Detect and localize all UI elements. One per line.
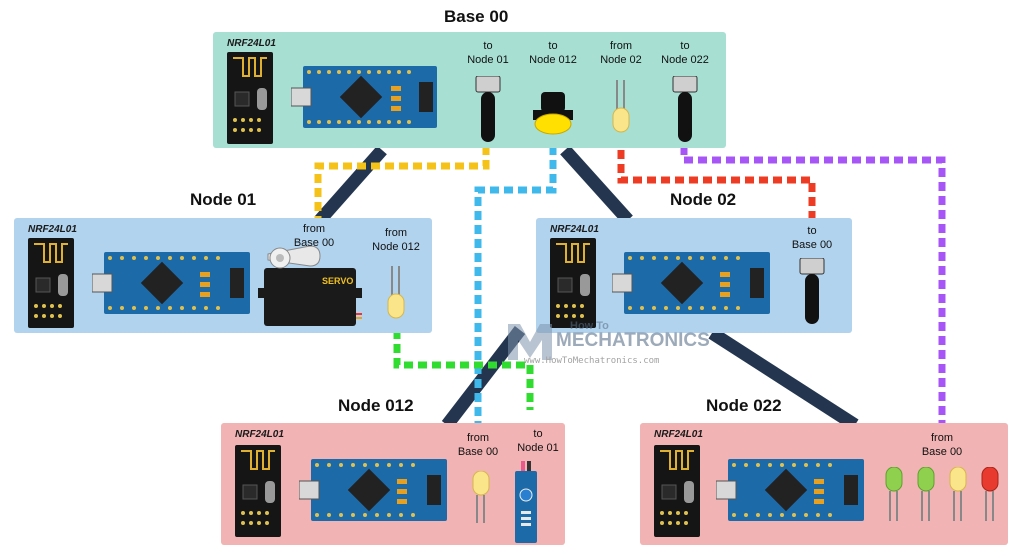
watermark-url: www.HowToMechatronics.com bbox=[524, 356, 660, 366]
yellow-led bbox=[612, 80, 630, 133]
potentiometer bbox=[799, 258, 825, 324]
mechatronics-logo-icon bbox=[508, 324, 552, 360]
potentiometer bbox=[475, 76, 501, 142]
base-title: Base 00 bbox=[444, 7, 509, 26]
tree-link-node02-node022 bbox=[708, 327, 859, 431]
signal-green-node012-node01 bbox=[393, 330, 534, 410]
arduino-nano-board bbox=[299, 459, 447, 521]
servo-text: SERVO bbox=[322, 276, 353, 286]
signal-blue-base-node012 bbox=[474, 146, 557, 425]
nrf24l01-module bbox=[235, 445, 281, 537]
node022-title: Node 022 bbox=[706, 396, 782, 415]
base-nrf-label: NRF24L01 bbox=[227, 38, 276, 49]
node012-title: Node 012 bbox=[338, 396, 414, 415]
nrf24l01-module bbox=[654, 445, 700, 537]
tree-link-base-node01 bbox=[315, 145, 387, 225]
node02-nrf-label: NRF24L01 bbox=[550, 224, 599, 235]
node-012-panel: NRF24L01 from Base 00 to Node 01 bbox=[221, 423, 565, 545]
label-from-base: from Base 00 bbox=[457, 432, 499, 458]
node01-title: Node 01 bbox=[190, 190, 257, 209]
green-led bbox=[917, 467, 935, 521]
node012-nrf-label: NRF24L01 bbox=[235, 429, 284, 440]
watermark-line2: MECHATRONICS bbox=[556, 330, 710, 351]
arduino-nano-board bbox=[612, 252, 770, 314]
label-from-base: from Base 00 bbox=[921, 432, 963, 458]
label-to-node01: to Node 01 bbox=[517, 428, 559, 454]
node-02-panel: NRF24L01 to Base 00 bbox=[536, 218, 852, 333]
nrf24l01-module bbox=[550, 238, 596, 328]
ir-sensor-module bbox=[515, 461, 537, 543]
node022-nrf-label: NRF24L01 bbox=[654, 429, 703, 440]
arduino-nano-board bbox=[291, 66, 437, 128]
label-from-node02: from Node 02 bbox=[600, 40, 642, 66]
node-022-panel: NRF24L01 from Base 00 bbox=[640, 423, 1008, 545]
red-led bbox=[981, 467, 999, 521]
green-led bbox=[885, 467, 903, 521]
potentiometer bbox=[672, 76, 698, 142]
tree-link-base-node02 bbox=[560, 145, 633, 225]
signal-purple-base-node022 bbox=[680, 146, 946, 425]
arduino-nano-board bbox=[92, 252, 250, 314]
signal-yellow-base-node01 bbox=[314, 146, 490, 220]
node01-nrf-label: NRF24L01 bbox=[28, 224, 77, 235]
label-from-node012: from Node 012 bbox=[372, 227, 420, 253]
label-to-node012: to Node 012 bbox=[529, 40, 577, 66]
arduino-nano-board bbox=[716, 459, 864, 521]
base-00-panel: NRF24L01 to Node 01 to Node 012 from Nod… bbox=[213, 32, 726, 148]
tree-link-node01-node012 bbox=[441, 326, 526, 429]
watermark-line1: How To bbox=[570, 320, 609, 332]
servo-motor: SERVO bbox=[258, 245, 362, 326]
nrf24l01-module bbox=[28, 238, 74, 328]
label-to-base: to Base 00 bbox=[791, 225, 833, 251]
nrf24l01-module bbox=[227, 52, 273, 144]
label-from-base: from Base 00 bbox=[293, 223, 335, 249]
node-01-panel: NRF24L01 SERVO from Base 00 from Node 01… bbox=[14, 218, 432, 333]
yellow-led bbox=[387, 266, 405, 319]
label-to-node01: to Node 01 bbox=[467, 40, 509, 66]
label-to-node022: to Node 022 bbox=[661, 40, 709, 66]
yellow-led bbox=[949, 467, 967, 521]
node02-title: Node 02 bbox=[670, 190, 737, 209]
push-button bbox=[533, 92, 573, 135]
signal-red-node02-base bbox=[617, 150, 816, 220]
yellow-led bbox=[472, 471, 490, 523]
